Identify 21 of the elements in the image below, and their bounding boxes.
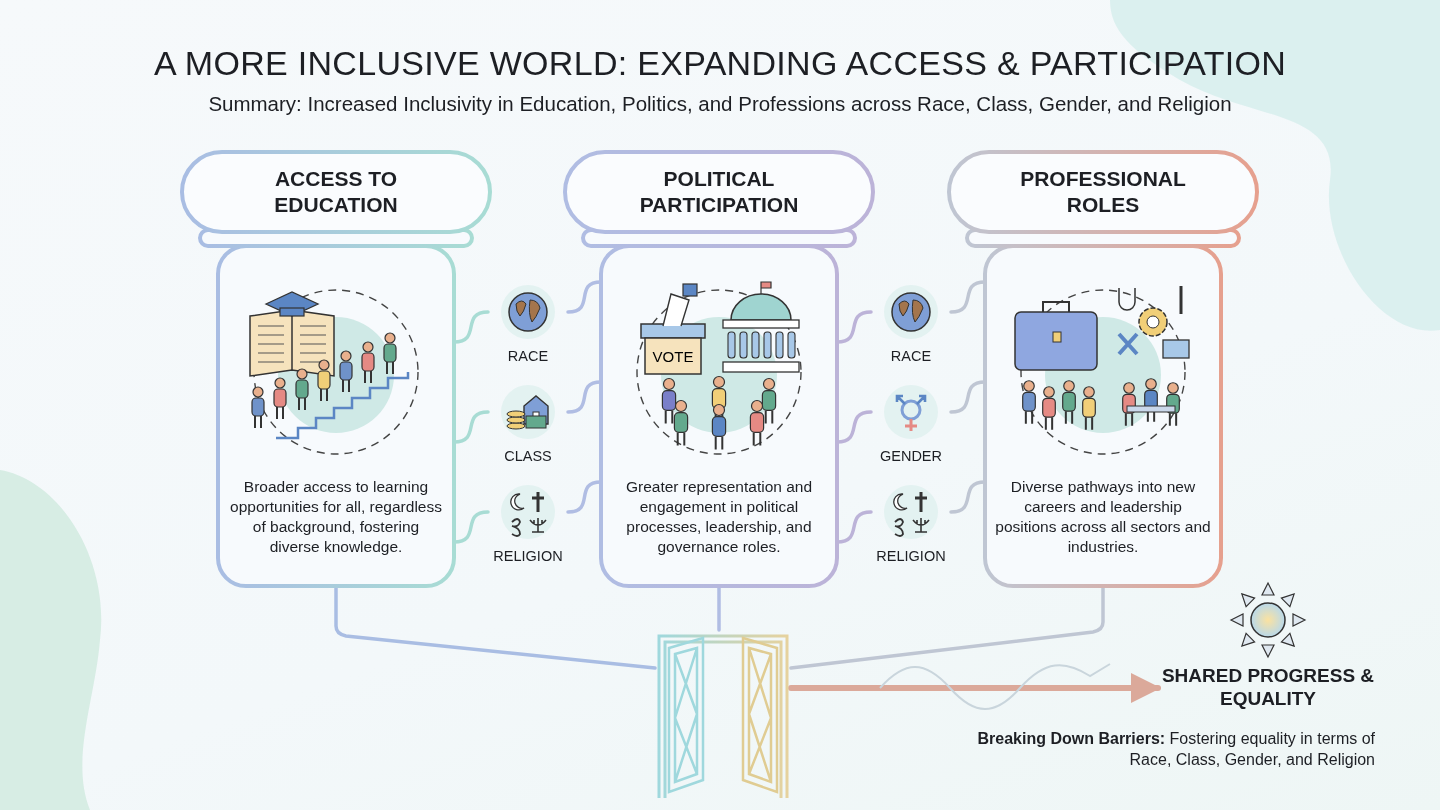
subtitle: Summary: Increased Inclusivity in Education, Politics, and Professions across Race, Class, Gender, and Religion: [207, 92, 1233, 116]
result-heading: SHARED PROGRESS & EQUALITY: [1160, 664, 1376, 710]
ballot-box-label: VOTE: [652, 348, 694, 365]
pillar-column: [180, 150, 492, 590]
title: A MORE INCLUSIVE WORLD: EXPANDING ACCESS & PARTICIPATION: [152, 44, 1288, 83]
note-text: Breaking Down Barriers: Fostering equality in terms of Race, Class, Gender, and Religion: [976, 729, 1375, 770]
pillar-description: Broader access to learning opportunities for all, regardless of background, fostering diverse knowledge.: [229, 477, 443, 557]
pillar-heading: PROFESSIONAL ROLES: [1019, 166, 1187, 218]
category-label: RACE: [889, 348, 933, 364]
category-label: RACE: [506, 348, 550, 364]
pillar-heading: POLITICAL PARTICIPATION: [638, 166, 800, 218]
pillar-column: [947, 150, 1259, 590]
category-label: GENDER: [878, 448, 943, 464]
pillar-description: Greater representation and engagement in political processes, leadership, and governance roles.: [624, 477, 814, 557]
category-label: RELIGION: [492, 548, 564, 564]
pillar-column: [563, 150, 875, 590]
category-label: RELIGION: [875, 548, 947, 564]
pillar-heading: ACCESS TO EDUCATION: [273, 166, 399, 218]
arrow: [788, 673, 1161, 703]
category-label: CLASS: [503, 448, 553, 464]
pillar-description: Diverse pathways into new careers and leadership positions across all sectors and industries.: [995, 477, 1211, 557]
